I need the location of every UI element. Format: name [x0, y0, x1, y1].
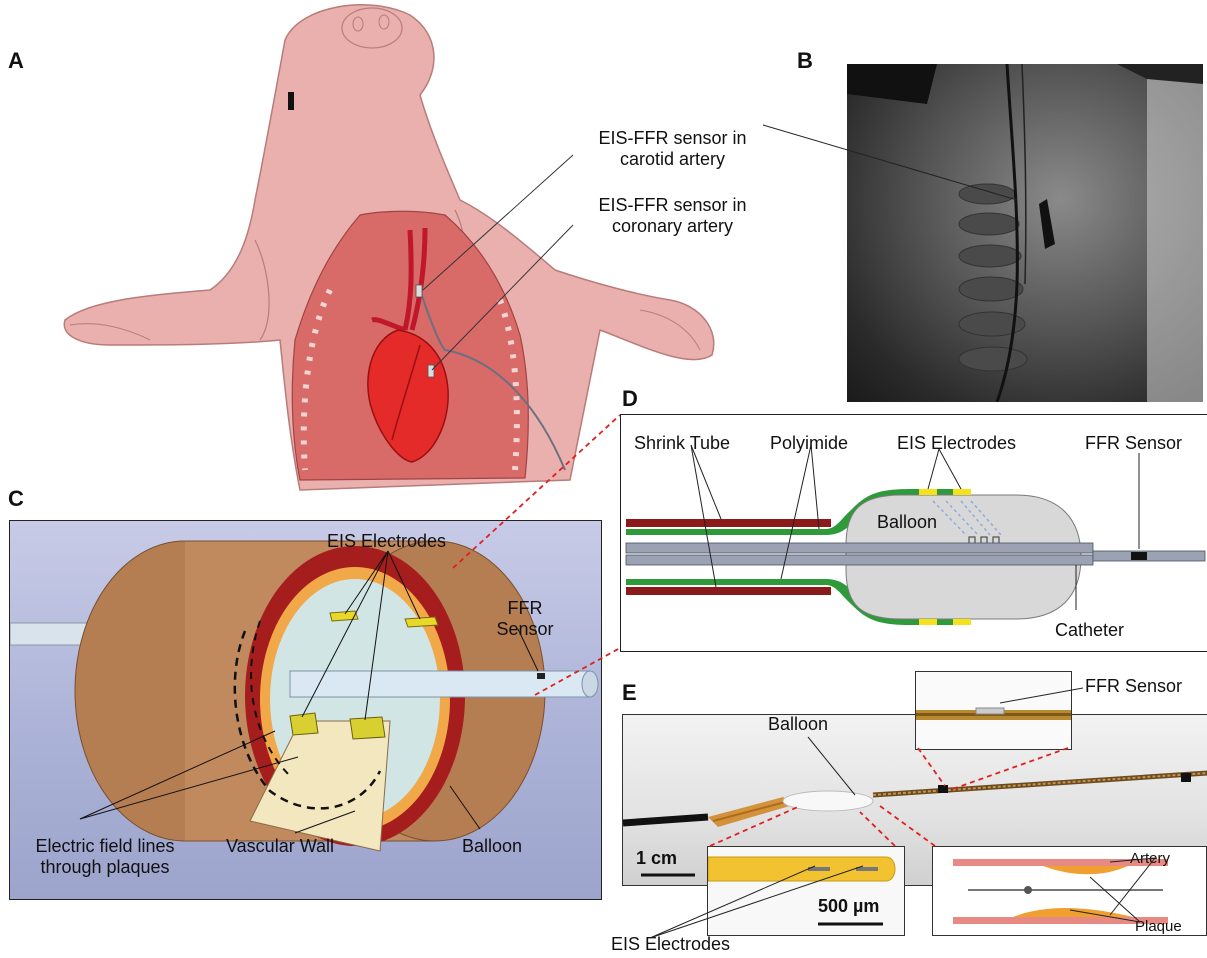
label-e-eis-electrodes: EIS Electrodes — [611, 934, 730, 955]
label-c-field-lines: Electric field lines through plaques — [16, 836, 194, 878]
panel-d-letter: D — [622, 386, 638, 412]
label-c-vascular-wall: Vascular Wall — [226, 836, 334, 857]
label-carotid-line1: EIS-FFR sensor in — [585, 128, 760, 149]
label-e-plaque: Plaque — [1135, 918, 1182, 935]
inset-electrode-image — [708, 847, 904, 935]
inset-ffr-image — [916, 672, 1071, 749]
label-e-scale-500: 500 µm — [818, 896, 879, 917]
label-d-balloon: Balloon — [877, 512, 937, 533]
label-c-ffr-sensor: FFR Sensor — [495, 598, 555, 640]
label-coronary-sensor: EIS-FFR sensor in coronary artery — [585, 195, 760, 237]
label-d-catheter: Catheter — [1055, 620, 1124, 641]
label-e-balloon: Balloon — [768, 714, 828, 735]
label-d-ffr-sensor: FFR Sensor — [1085, 433, 1182, 454]
label-carotid-sensor: EIS-FFR sensor in carotid artery — [585, 128, 760, 170]
label-c-balloon: Balloon — [462, 836, 522, 857]
label-c-ffr-line1: FFR — [495, 598, 555, 619]
label-e-ffr-sensor: FFR Sensor — [1085, 676, 1182, 697]
label-c-field-line2: through plaques — [16, 857, 194, 878]
label-c-ffr-line2: Sensor — [495, 619, 555, 640]
label-c-eis-electrodes: EIS Electrodes — [327, 531, 446, 552]
panel-b-letter: B — [797, 48, 813, 74]
xray-image — [847, 64, 1203, 402]
inset-ffr-sensor — [915, 671, 1072, 750]
panel-e-letter: E — [622, 680, 637, 706]
panel-c-letter: C — [8, 486, 24, 512]
label-d-polyimide: Polyimide — [770, 433, 848, 454]
label-d-eis-electrodes: EIS Electrodes — [897, 433, 1016, 454]
label-coronary-line2: coronary artery — [585, 216, 760, 237]
label-carotid-line2: carotid artery — [585, 149, 760, 170]
xray-details — [847, 64, 1203, 402]
label-c-field-line1: Electric field lines — [16, 836, 194, 857]
label-d-shrink-tube: Shrink Tube — [634, 433, 730, 454]
inset-eis-electrodes — [707, 846, 905, 936]
panel-a-letter: A — [8, 48, 24, 74]
label-e-artery: Artery — [1130, 850, 1170, 867]
label-e-scale-1cm: 1 cm — [636, 848, 677, 869]
label-coronary-line1: EIS-FFR sensor in — [585, 195, 760, 216]
